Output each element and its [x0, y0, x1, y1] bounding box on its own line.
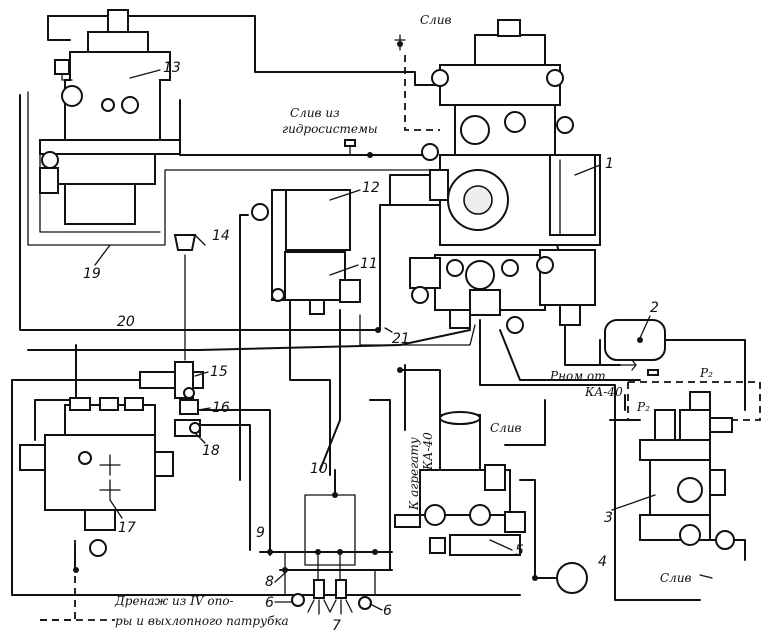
- label-8: 8: [265, 574, 274, 590]
- label-drain-top: Слив: [420, 13, 452, 27]
- label-5: 5: [515, 543, 524, 559]
- label-to-ka40-line2: КА-40: [421, 432, 435, 471]
- component-18-fitting: [174, 419, 201, 437]
- label-6b: 6: [383, 603, 392, 619]
- label-18: 18: [202, 443, 220, 459]
- label-20: 20: [117, 314, 135, 330]
- label-drain-right: Слив: [660, 571, 692, 585]
- label-2: 2: [650, 300, 659, 316]
- label-3: 3: [604, 510, 613, 526]
- label-17: 17: [118, 520, 136, 536]
- component-4-tank: [556, 562, 588, 594]
- label-hydraulic-drain-line2: гидросистемы: [282, 122, 378, 136]
- component-1-regulator: [409, 19, 601, 334]
- component-5-unit: [394, 411, 526, 556]
- component-numbers: 1 2 3 4 5 6 6 7 8 9 10 11 12 13 14 15 16…: [83, 60, 659, 633]
- component-3-regulator: [639, 391, 735, 550]
- label-21: 21: [392, 331, 410, 347]
- label-p-nom-line1: Рном от: [549, 369, 606, 383]
- label-hydraulic-drain-line1: Слив из: [290, 106, 340, 120]
- label-13: 13: [163, 60, 181, 76]
- label-12: 12: [362, 180, 380, 196]
- label-15: 15: [210, 364, 228, 380]
- label-p2-upper: P₂: [699, 366, 713, 380]
- label-14: 14: [212, 228, 230, 244]
- label-16: 16: [212, 400, 230, 416]
- label-1: 1: [605, 156, 614, 172]
- label-p-nom-line2: КА-40: [584, 385, 623, 399]
- label-4: 4: [598, 554, 607, 570]
- component-16-fitting: [179, 387, 199, 415]
- component-6-nozzles: [291, 579, 372, 615]
- label-10: 10: [310, 461, 328, 477]
- label-19: 19: [83, 266, 101, 282]
- label-drain-mid: Слив: [490, 421, 522, 435]
- label-to-ka40-line1: К агрегату: [407, 437, 421, 511]
- label-11: 11: [360, 256, 378, 272]
- component-14-funnel: [173, 234, 206, 251]
- text-labels: Слив Слив из гидросистемы К агрегату КА-…: [114, 13, 713, 628]
- component-17-valve-block: [19, 397, 174, 557]
- label-7: 7: [332, 618, 341, 633]
- component-2-sensor: [604, 319, 666, 361]
- component-13-pump: [39, 9, 181, 225]
- label-6a: 6: [265, 595, 274, 611]
- label-9: 9: [256, 525, 265, 541]
- component-12-11-block: [251, 189, 361, 315]
- junction-dots: [73, 152, 538, 581]
- label-drain-bottom-line1: Дренаж из IV опо-: [114, 594, 234, 608]
- label-drain-bottom-line2: ры и выхлопного патрубка: [115, 614, 289, 628]
- label-p2-lower: P₂: [636, 400, 650, 414]
